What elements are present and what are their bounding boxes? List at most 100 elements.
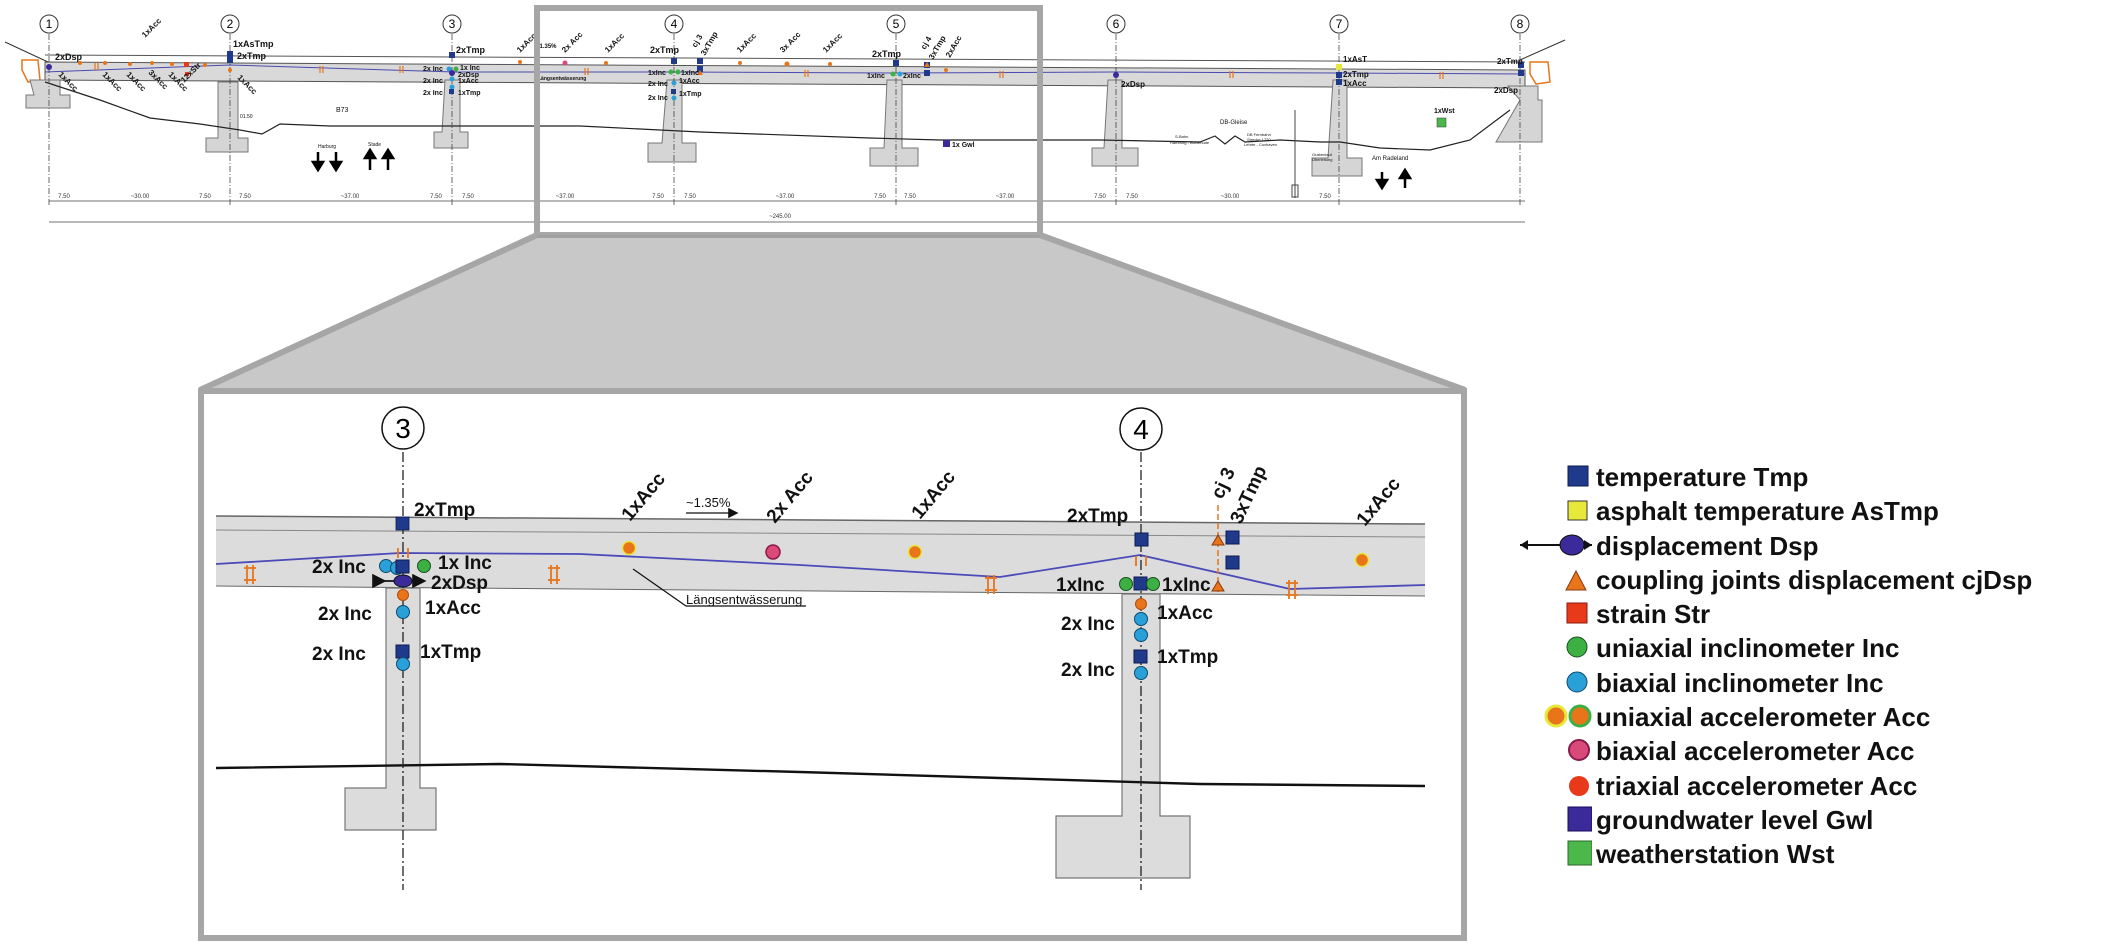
axis-8-marker: 8 — [1510, 14, 1530, 34]
dimension-value: 7.50 — [684, 194, 696, 200]
svg-text:2xTmp: 2xTmp — [237, 51, 267, 61]
svg-text:2: 2 — [227, 17, 234, 31]
svg-text:1xAsT: 1xAsT — [1343, 55, 1367, 64]
svg-text:2x Inc: 2x Inc — [312, 644, 366, 665]
svg-text:2xDsp: 2xDsp — [1121, 80, 1145, 89]
dimension-value: 7.50 — [1319, 194, 1331, 200]
axis-1-marker: 1 — [39, 14, 59, 34]
double-circle-icon — [1544, 704, 1592, 728]
svg-text:2x Inc: 2x Inc — [423, 66, 443, 73]
square-red-icon — [1566, 602, 1588, 624]
triangle-orange-icon — [1565, 569, 1587, 591]
svg-text:3x Acc: 3x Acc — [778, 30, 803, 55]
svg-text:2x Inc: 2x Inc — [423, 90, 443, 97]
svg-text:Am Radeland: Am Radeland — [1372, 156, 1408, 162]
svg-text:2xTmp: 2xTmp — [1067, 506, 1128, 527]
legend-item-asphalt-temperature: asphalt temperature AsTmp — [1518, 494, 2118, 528]
svg-text:4: 4 — [671, 17, 678, 31]
legend-item-coupling-joints: coupling joints displacement cjDsp — [1518, 563, 2118, 597]
svg-text:Harburg: Harburg — [318, 144, 336, 150]
svg-text:DB-Gleise: DB-Gleise — [1220, 120, 1248, 126]
svg-text:1xAcc: 1xAcc — [679, 78, 700, 85]
axis-2-marker: 2 — [220, 14, 240, 34]
legend-item-uniaxial-inclinometer: uniaxial inclinometer Inc — [1518, 631, 2118, 665]
svg-text:1xAcc: 1xAcc — [425, 598, 481, 619]
dimension-value: 7.50 — [239, 194, 251, 200]
svg-text:1xInc: 1xInc — [867, 73, 885, 80]
svg-text:1xInc: 1xInc — [681, 70, 699, 77]
svg-text:2xDsp: 2xDsp — [458, 72, 479, 79]
svg-text:1x Inc: 1x Inc — [460, 65, 480, 72]
overview-labels: 2xDsp 1xAcc 1xAsTmp 2xTmp 1xAcc 1xAcc 1x… — [55, 16, 1523, 162]
svg-text:S-Bahn: S-Bahn — [1175, 134, 1188, 139]
dimension-value: 7.50 — [58, 194, 70, 200]
abutment-left — [21, 59, 41, 83]
legend-item-groundwater: groundwater level Gwl — [1518, 803, 2118, 837]
svg-text:2x Inc: 2x Inc — [318, 604, 372, 625]
zoom-axis-3-label: 3 — [395, 413, 411, 444]
svg-text:2xDsp: 2xDsp — [431, 573, 488, 594]
circle-blue-icon — [1566, 671, 1588, 693]
svg-text:Stade: Stade — [368, 142, 381, 148]
svg-text:1xInc: 1xInc — [1162, 575, 1211, 596]
svg-text:1xAsTmp: 1xAsTmp — [233, 39, 274, 49]
square-navy-icon — [1567, 465, 1589, 487]
svg-text:7: 7 — [1336, 17, 1343, 31]
svg-text:2xInc: 2xInc — [903, 73, 921, 80]
overview-elevation: 1 2 3 4 5 6 7 8 — [4, 14, 1566, 223]
dimension-value: 7.50 — [904, 194, 916, 200]
dimension-value: 7.50 — [430, 194, 442, 200]
zoom-frame — [198, 5, 1467, 941]
svg-text:~1.35%: ~1.35% — [686, 495, 731, 510]
svg-text:Hamburg - Buxtehude: Hamburg - Buxtehude — [1170, 140, 1210, 145]
legend-item-triaxial-accelerometer: triaxial accelerometer Acc — [1518, 769, 2118, 803]
svg-text:1x Gwl: 1x Gwl — [952, 142, 975, 149]
svg-text:1xInc: 1xInc — [648, 70, 666, 77]
svg-text:2x Inc: 2x Inc — [1061, 614, 1115, 635]
svg-text:1xTmp: 1xTmp — [679, 91, 702, 98]
svg-text:Überleitung: Überleitung — [1312, 157, 1332, 162]
dimension-value: ~37.00 — [341, 194, 360, 200]
svg-text:2xTmp: 2xTmp — [456, 45, 486, 55]
svg-text:3xTmp: 3xTmp — [699, 30, 720, 57]
svg-text:2x Inc: 2x Inc — [648, 81, 668, 88]
deck-tendon-line — [215, 552, 1426, 590]
dimension-value: ~37.00 — [776, 194, 795, 200]
dimension-value: ~37.00 — [996, 194, 1015, 200]
svg-text:2x Acc: 2x Acc — [560, 30, 585, 55]
ground-line — [44, 81, 1511, 151]
legend-item-strain: strain Str — [1518, 597, 2118, 631]
svg-text:1xTmp: 1xTmp — [420, 642, 481, 663]
svg-text:6: 6 — [1113, 17, 1120, 31]
svg-text:1x Inc: 1x Inc — [438, 553, 492, 574]
zoom-ground-line — [215, 762, 1426, 788]
circle-green-icon — [1566, 636, 1588, 658]
dimension-value: 7.50 — [652, 194, 664, 200]
svg-text:1xAcc: 1xAcc — [1343, 79, 1367, 88]
svg-text:1xWst: 1xWst — [1434, 108, 1455, 115]
svg-text:1xAcc: 1xAcc — [735, 31, 758, 54]
legend-item-uniaxial-accelerometer: uniaxial accelerometer Acc — [1518, 700, 2118, 734]
abutment-right — [1529, 61, 1551, 85]
legend: temperature Tmp asphalt temperature AsTm… — [1518, 460, 2118, 872]
circle-red-icon — [1569, 775, 1589, 796]
svg-text:Längsentwässerung: Längsentwässerung — [538, 76, 586, 82]
svg-text:Lehrte - Cuxhaven: Lehrte - Cuxhaven — [1244, 142, 1277, 147]
zoom-axis-4-label: 4 — [1133, 414, 1149, 445]
svg-text:Grabenlauf: Grabenlauf — [1312, 152, 1333, 157]
svg-text:2xTmp: 2xTmp — [414, 500, 475, 521]
zoom-axis-4-marker — [1119, 407, 1163, 451]
svg-text:2x Inc: 2x Inc — [423, 78, 443, 85]
dimension-value: 7.50 — [1126, 194, 1138, 200]
displacement-arrow-icon — [1520, 534, 1592, 556]
dimension-value: 7.50 — [874, 194, 886, 200]
svg-text:1xTmp: 1xTmp — [458, 90, 481, 97]
axis-4-marker: 4 — [664, 14, 684, 34]
svg-text:2xTmp: 2xTmp — [872, 49, 902, 59]
svg-text:1xInc: 1xInc — [1056, 575, 1105, 596]
square-green-icon — [1567, 840, 1592, 866]
circle-pink-icon — [1568, 739, 1590, 762]
dimension-value: 7.50 — [1094, 194, 1106, 200]
axis-3-marker: 3 — [442, 14, 462, 34]
